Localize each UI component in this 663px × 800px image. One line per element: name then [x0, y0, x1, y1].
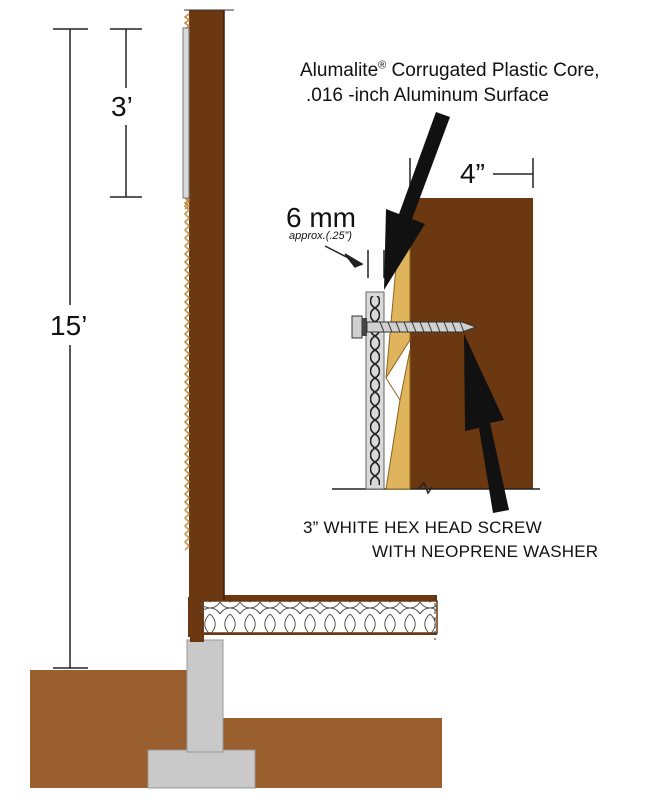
shim-lower: [385, 349, 411, 490]
foundation: [147, 639, 256, 789]
dimension-4in: [409, 158, 534, 188]
footing: [147, 749, 256, 789]
label-approx: approx.(.25”): [289, 230, 352, 242]
soil-right: [222, 718, 442, 788]
dimension-15ft: [53, 28, 88, 669]
floor-assembly: [188, 595, 438, 640]
stem-wall: [186, 639, 224, 753]
floor-joist-top: [192, 595, 437, 601]
wall-stud: [189, 10, 224, 600]
detail-break-mark: [417, 481, 433, 495]
label-screw-line1: 3” WHITE HEX HEAD SCREW: [303, 518, 542, 537]
screw-head: [351, 315, 363, 339]
wall-sign-panel: [182, 27, 190, 199]
dimension-3ft: [110, 28, 142, 198]
detail-wood-block: [410, 198, 533, 489]
label-4in: 4”: [460, 158, 485, 189]
detail-callout: [324, 112, 540, 513]
label-core-line1: Alumalite® Corrugated Plastic Core,: [300, 59, 600, 81]
label-screw-line2: WITH NEOPRENE WASHER: [372, 542, 599, 561]
neoprene-washer: [362, 318, 367, 336]
label-registered: ®: [378, 59, 387, 72]
insulation: [199, 600, 438, 634]
label-15ft: 15’: [50, 310, 88, 341]
arrow-to-panel: [384, 112, 450, 290]
label-brand: Alumalite: [300, 60, 379, 81]
siding-texture-lower: [183, 193, 191, 551]
label-3ft: 3’: [111, 91, 133, 122]
hex-head-screw: [351, 315, 478, 339]
wall: [182, 9, 234, 600]
panel-core: [370, 296, 380, 485]
ground: [30, 670, 442, 788]
arrow-to-screw: [464, 334, 509, 513]
label-core-line2: .016 -inch Aluminum Surface: [306, 85, 549, 106]
screw-threads: [379, 321, 465, 333]
label-6mm: 6 mm: [286, 202, 356, 233]
label-core-rest: Corrugated Plastic Core,: [386, 60, 600, 81]
dimension-6mm: [324, 245, 385, 278]
